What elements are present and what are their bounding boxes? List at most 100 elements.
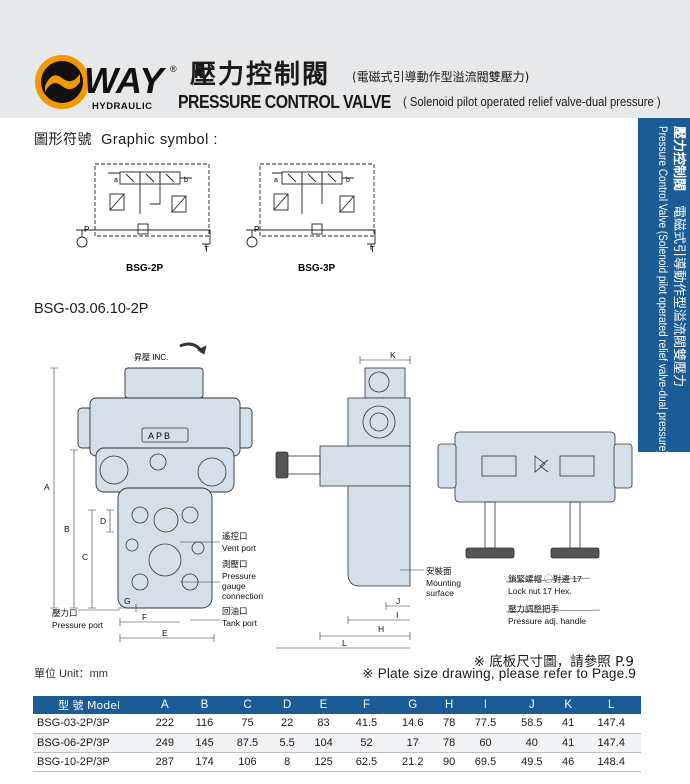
dim-a: A — [44, 482, 50, 492]
symbol-label-bsg-2p: BSG-2P — [126, 263, 164, 274]
dim-l: L — [342, 638, 347, 648]
table-header-e: E — [303, 696, 344, 714]
plate-note-cn: ※ 底板尺寸圖，請參照 P.9 — [473, 654, 634, 670]
table-header-f: F — [343, 696, 390, 714]
table-row: BSG-06-2P/3P 249 145 87.5 5.5 104 52 17 … — [33, 733, 641, 753]
table-header-j: J — [508, 696, 555, 714]
table-cell-model: BSG-10-2P/3P — [33, 752, 145, 772]
table-header-c: C — [224, 696, 271, 714]
table-cell: 78 — [435, 714, 463, 734]
callout-mounting-en-1: Mounting — [426, 578, 461, 588]
table-cell: 46 — [554, 752, 582, 772]
table-cell-model: BSG-03-2P/3P — [33, 714, 145, 734]
callout-pressure-en: Pressure port — [52, 620, 104, 630]
dimension-table: 型 號 Model A B C D E F G H I J K L BSG-03… — [33, 696, 641, 772]
dim-k: K — [390, 350, 396, 360]
symbol1-port-a: a — [114, 177, 118, 184]
dim-d: D — [100, 516, 106, 526]
table-cell: 287 — [145, 752, 185, 772]
dim-i: I — [396, 610, 398, 620]
table-cell: 58.5 — [508, 714, 555, 734]
dim-g: G — [124, 596, 131, 606]
table-cell: 174 — [184, 752, 225, 772]
side-tab: 壓力控制閥電磁式引導動作型溢流閥雙壓力 Pressure Control Val… — [638, 118, 690, 454]
graphic-symbols: P T a b P T a b BSG-2P BSG-3P — [76, 163, 376, 274]
table-cell: 75 — [224, 714, 271, 734]
symbol2-port-t: T — [370, 245, 375, 254]
table-header-b: B — [184, 696, 225, 714]
callout-pressure-cn: 壓力口 — [52, 608, 78, 618]
table-cell: 41 — [554, 714, 582, 734]
table-cell: 87.5 — [224, 733, 271, 753]
table-cell: 8 — [270, 752, 304, 772]
callout-gauge-en-3: connection — [222, 591, 263, 601]
table-cell: 21.2 — [389, 752, 436, 772]
callout-mounting-cn: 安裝面 — [426, 566, 452, 576]
dim-h: H — [378, 624, 384, 634]
table-header-l: L — [581, 696, 641, 714]
callout-adj-en: Pressure adj. handle — [508, 616, 586, 626]
table-cell: 78 — [435, 733, 463, 753]
registered-mark: ® — [170, 64, 177, 74]
symbol2-port-a: a — [274, 177, 278, 184]
table-cell: 125 — [303, 752, 344, 772]
table-row: BSG-03-2P/3P 222 116 75 22 83 41.5 14.6 … — [33, 714, 641, 734]
callout-gauge-cn: 測壓口 — [222, 559, 248, 569]
table-header-row: 型 號 Model A B C D E F G H I J K L — [33, 696, 641, 714]
side-tab-cn-1: 壓力控制閥 — [671, 126, 686, 192]
symbol1-port-p: P — [84, 225, 89, 234]
plate-note-en: ※ Plate size drawing, please refer to Pa… — [362, 666, 636, 681]
table-header-g: G — [389, 696, 436, 714]
table-header-k: K — [554, 696, 582, 714]
unit-label-cn: 單位 — [34, 667, 56, 680]
graphic-symbol-title-cn: 圖形符號 — [34, 132, 92, 148]
title-en: PRESSURE CONTROL VALVE — [178, 92, 391, 112]
title-cn: 壓力控制閥 — [190, 60, 331, 90]
table-cell: 62.5 — [343, 752, 390, 772]
table-cell: 77.5 — [462, 714, 509, 734]
dim-c: C — [82, 552, 88, 562]
table-cell: 41 — [554, 733, 582, 753]
table-cell: 69.5 — [462, 752, 509, 772]
callout-vent-en: Vent port — [222, 543, 257, 553]
table-cell: 14.6 — [389, 714, 436, 734]
table-cell: 145 — [184, 733, 225, 753]
side-tab-cn-2: 電磁式引導動作型溢流閥雙壓力 — [671, 205, 686, 388]
table-cell: 147.4 — [581, 733, 641, 753]
dim-f: F — [142, 612, 147, 622]
drawing-title: BSG-03.06.10-2P — [34, 301, 149, 317]
title-cn-sub: (電磁式引導動作型溢流閥雙壓力) — [352, 70, 530, 84]
callout-tank-cn: 回油口 — [222, 606, 248, 616]
table-cell: 22 — [270, 714, 304, 734]
table-cell: 90 — [435, 752, 463, 772]
inc-label: 昇壓 INC. — [134, 353, 168, 362]
callout-tank-en: Tank port — [222, 618, 258, 628]
table-cell: 40 — [508, 733, 555, 753]
table-cell: 83 — [303, 714, 344, 734]
table-cell: 116 — [184, 714, 225, 734]
callout-mounting-en-2: surface — [426, 588, 454, 598]
callout-adj-cn: 壓力調整把手 — [508, 604, 560, 614]
title-en-sub: ( Solenoid pilot operated relief valve-d… — [403, 95, 661, 109]
table-cell: 49.5 — [508, 752, 555, 772]
graphic-symbol-colon: : — [213, 132, 218, 148]
table-cell: 104 — [303, 733, 344, 753]
table-cell: 147.4 — [581, 714, 641, 734]
table-cell: 148.4 — [581, 752, 641, 772]
table-header-i: I — [462, 696, 509, 714]
table-cell: 106 — [224, 752, 271, 772]
table-cell: 249 — [145, 733, 185, 753]
table-header-d: D — [270, 696, 304, 714]
graphic-symbol-heading: 圖形符號 Graphic symbol : — [34, 129, 218, 149]
callout-gauge-en-1: Pressure — [222, 571, 256, 581]
logo-brand-word: WAY — [84, 60, 166, 101]
callout-lock-en: Lock nut 17 Hex. — [508, 586, 572, 596]
callout-lock-cn: 鎖緊螺帽 ◯對邊 17 — [508, 574, 582, 584]
table-header-model: 型 號 Model — [33, 696, 145, 714]
callout-gauge-en-2: gauge — [222, 581, 246, 591]
symbol-label-bsg-3p: BSG-3P — [298, 263, 336, 274]
symbol1-port-b: b — [184, 177, 188, 184]
header-band — [0, 0, 690, 118]
logo-brand-sub: HYDRAULIC — [92, 101, 152, 112]
dim-e: E — [162, 628, 168, 638]
